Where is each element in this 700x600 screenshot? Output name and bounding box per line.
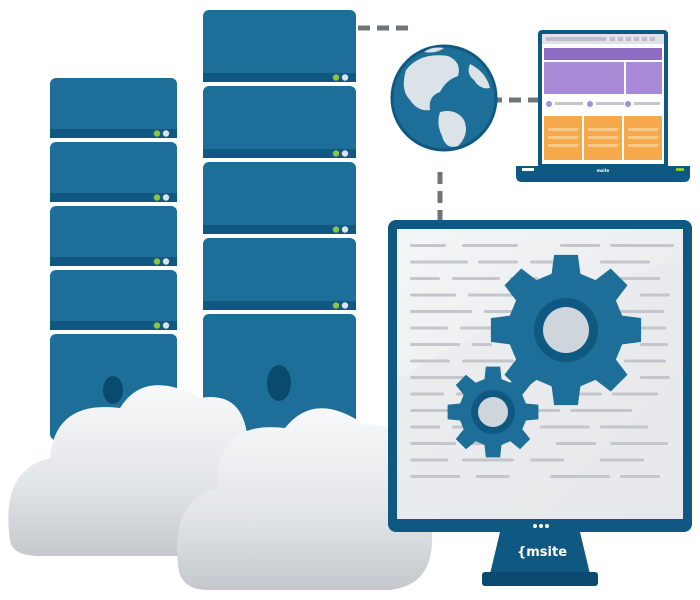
status-led-icon — [341, 150, 349, 157]
status-led-icon — [332, 226, 340, 233]
screen-text-line — [462, 458, 514, 462]
screen-text-line — [610, 442, 668, 445]
server-unit — [50, 206, 177, 266]
screen-text-line — [478, 260, 518, 264]
screen-text-line — [410, 458, 448, 462]
screen-text-line — [410, 244, 446, 247]
screen-text-line — [462, 244, 518, 247]
server-unit — [203, 162, 356, 234]
server-port-icon — [267, 365, 291, 401]
server-tower-left — [50, 78, 177, 440]
screen-text-line — [410, 343, 460, 346]
screen-text-line — [410, 442, 456, 445]
laptop-brand-label: msite — [597, 168, 610, 173]
screen-text-line — [462, 359, 514, 363]
status-led-icon — [153, 130, 161, 137]
screen-text-line — [410, 392, 444, 396]
screen-text-line — [620, 475, 660, 478]
screen-text-line — [600, 260, 650, 264]
network-connectors — [358, 25, 540, 222]
screen-text-line — [410, 359, 450, 363]
screen-text-line — [452, 277, 500, 280]
server-unit — [203, 238, 356, 310]
screen-text-line — [600, 458, 644, 462]
screen-text-line — [624, 359, 666, 363]
screen-text-line — [410, 277, 440, 280]
screen-text-line — [640, 293, 670, 297]
status-led-icon — [332, 150, 340, 157]
laptop: msite — [516, 30, 690, 182]
screen-text-line — [410, 326, 448, 330]
screen-text-line — [640, 343, 668, 346]
server-port-icon — [103, 376, 123, 404]
status-led-icon — [341, 74, 349, 81]
screen-text-line — [600, 425, 648, 429]
screen-text-line — [460, 326, 496, 330]
screen-text-line — [620, 310, 664, 313]
status-led-icon — [153, 258, 161, 265]
status-led-icon — [341, 226, 349, 233]
status-led-icon — [153, 322, 161, 329]
status-led-icon — [162, 194, 170, 201]
screen-text-line — [410, 376, 466, 379]
status-led-icon — [341, 302, 349, 309]
server-unit — [50, 78, 177, 138]
screen-text-line — [484, 310, 514, 313]
screen-text-line — [640, 376, 670, 379]
screen-text-line — [540, 425, 590, 429]
screen-text-line — [550, 475, 610, 478]
status-led-icon — [153, 194, 161, 201]
screen-text-line — [472, 343, 492, 346]
screen-text-line — [410, 293, 456, 297]
server-unit — [203, 86, 356, 158]
status-led-icon — [162, 130, 170, 137]
screen-text-line — [410, 475, 460, 478]
server-unit — [50, 270, 177, 330]
screen-text-line — [556, 442, 596, 445]
server-unit — [203, 10, 356, 82]
screen-text-line — [410, 425, 440, 429]
screen-text-line — [612, 392, 658, 396]
cloud-center — [176, 408, 433, 590]
status-led-icon — [162, 322, 170, 329]
screen-text-line — [410, 260, 468, 264]
server-unit — [50, 142, 177, 202]
laptop-feature-row — [546, 101, 660, 107]
screen-text-line — [560, 244, 600, 247]
screen-text-line — [610, 244, 674, 247]
screen-text-line — [530, 260, 554, 264]
status-led-icon — [162, 258, 170, 265]
screen-text-line — [620, 277, 660, 280]
brand-logo-text: {msite — [517, 545, 567, 560]
status-led-icon — [332, 302, 340, 309]
monitor: {msite — [388, 220, 692, 586]
globe-icon — [390, 44, 498, 152]
screen-text-line — [570, 409, 632, 412]
large-gear-icon — [490, 254, 642, 406]
screen-text-line — [410, 310, 472, 313]
small-gear-icon — [447, 366, 539, 458]
screen-text-line — [476, 475, 510, 478]
status-led-icon — [332, 74, 340, 81]
screen-text-line — [530, 458, 564, 462]
